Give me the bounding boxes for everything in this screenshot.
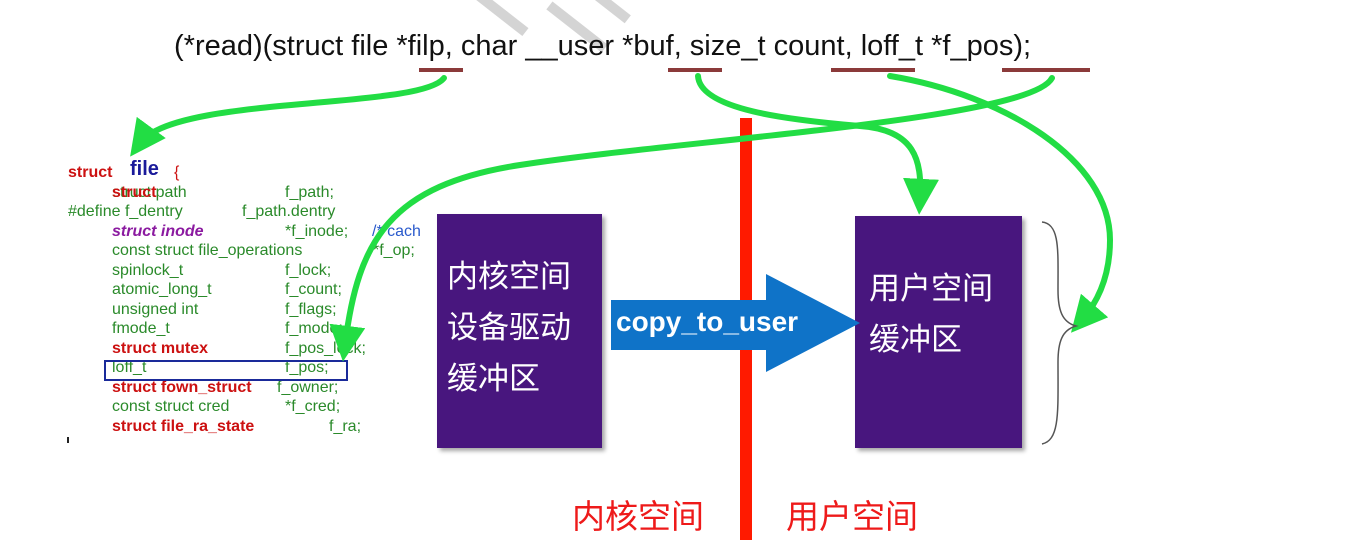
user-space-label: 用户空间 bbox=[786, 497, 918, 536]
param-buf: *buf bbox=[622, 30, 674, 62]
size-brace bbox=[1041, 221, 1079, 445]
user-buffer-box: 用户空间 缓冲区 bbox=[855, 216, 1022, 448]
signature-prefix: (*read)(struct file bbox=[174, 30, 397, 62]
field-name: f_path.dentry bbox=[242, 203, 336, 220]
read-function-signature: (*read)(struct file *filp, char __user *… bbox=[174, 30, 1031, 63]
field-name: f_flags; bbox=[285, 300, 337, 318]
kernel-space-label: 内核空间 bbox=[572, 497, 704, 536]
connector-count-to-size bbox=[887, 73, 1114, 333]
field-type: struct file_ra_state bbox=[112, 417, 255, 435]
connector-f-pos-to-field bbox=[329, 75, 1055, 362]
connector-filp-to-struct bbox=[130, 75, 447, 157]
signature-sep: , size_t bbox=[673, 30, 774, 62]
field-type: const struct cred bbox=[112, 398, 230, 415]
field-type: const struct file_operations bbox=[112, 242, 303, 259]
field-name: f_lock; bbox=[285, 261, 332, 279]
field-name: f_ra; bbox=[329, 417, 362, 435]
field-type: #define f_dentry bbox=[68, 203, 183, 220]
struct-brace: { bbox=[174, 164, 180, 181]
field-type: struct path bbox=[112, 183, 187, 201]
param-count: count bbox=[773, 30, 845, 62]
field-name: f_pos; bbox=[285, 359, 329, 376]
param-f-pos: *f_pos bbox=[931, 30, 1014, 62]
kernel-box-line: 设备驱动 bbox=[447, 310, 571, 346]
signature-sep: , loff_t bbox=[844, 30, 932, 62]
kernel-buffer-box: 内核空间 设备驱动 缓冲区 bbox=[437, 214, 602, 448]
field-type: struct mutex bbox=[112, 339, 209, 357]
field-type: unsigned int bbox=[112, 300, 199, 318]
field-type: loff_t bbox=[112, 359, 147, 376]
field-type: spinlock_t bbox=[112, 261, 184, 279]
f-pos-highlight-box bbox=[104, 360, 348, 381]
stray-mark bbox=[67, 437, 69, 443]
kernel-box-line: 缓冲区 bbox=[447, 361, 540, 397]
field-type: fmode_t bbox=[112, 320, 170, 337]
field-type: struct fown_struct bbox=[112, 378, 252, 396]
signature-sep: , char __user bbox=[444, 30, 623, 62]
param-filp: *filp bbox=[396, 30, 445, 62]
field-type: atomic_long_t bbox=[112, 281, 212, 298]
field-name: *f_cred; bbox=[285, 398, 341, 415]
user-box-line: 缓冲区 bbox=[869, 322, 962, 358]
field-name: f_mode; bbox=[285, 320, 343, 337]
struct-keyword: struct bbox=[68, 164, 113, 181]
field-name: *f_inode; bbox=[285, 222, 349, 240]
struct-name: file bbox=[130, 158, 159, 180]
copy-to-user-label: copy_to_user bbox=[616, 306, 799, 337]
field-name: f_count; bbox=[285, 281, 342, 298]
field-type: struct inode bbox=[112, 222, 204, 240]
field-name: *f_op; bbox=[373, 242, 415, 259]
field-name: f_path; bbox=[285, 183, 334, 201]
field-name: f_owner; bbox=[277, 378, 339, 396]
signature-suffix: ); bbox=[1013, 30, 1032, 62]
user-box-line: 用户空间 bbox=[869, 271, 993, 307]
kernel-box-line: 内核空间 bbox=[447, 259, 571, 295]
copy-to-user-arrow bbox=[611, 274, 860, 372]
